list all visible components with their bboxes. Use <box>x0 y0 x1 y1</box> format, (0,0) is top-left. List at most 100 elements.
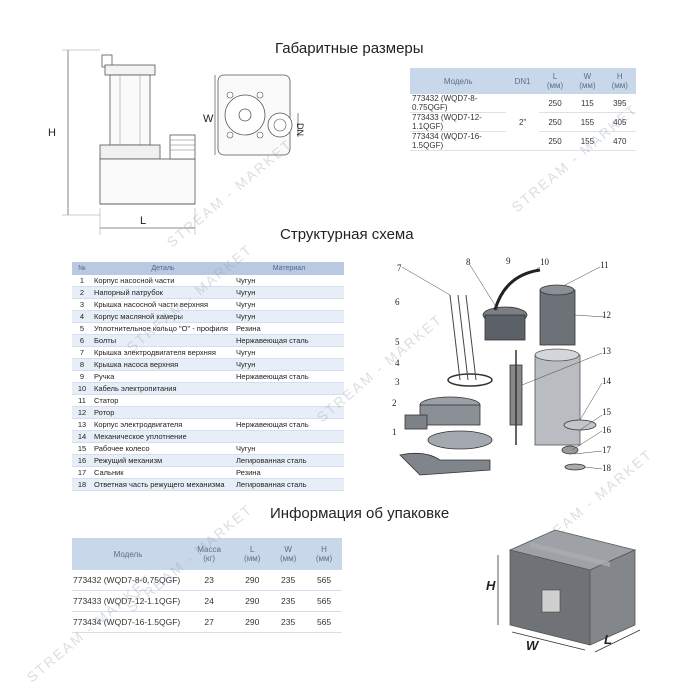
model-cell: 773434 (WQD7-16-1.5QGF) <box>72 611 184 633</box>
exploded-labels: 1 2 3 4 5 6 7 8 9 10 11 12 13 14 15 16 1… <box>380 255 640 490</box>
model-cell: 773433 (WQD7-12-1.1QGF) <box>72 590 184 612</box>
dimensions-drawing: H L W DN <box>48 49 305 235</box>
table-row: 773434 (WQD7-16-1.5QGF) 27 290 235 565 <box>72 611 342 633</box>
h-cell: 565 <box>306 570 342 591</box>
part-material <box>234 406 344 419</box>
part-number: 16 <box>72 454 92 467</box>
part-material: Резина <box>234 322 344 335</box>
table-row: 773434 (WQD7-16-1.5QGF) 250 155 470 <box>410 131 636 151</box>
part-number: 14 <box>72 430 92 443</box>
exploded-view-diagram <box>399 264 606 476</box>
part-name: Сальник <box>92 466 234 479</box>
part-name: Корпус масляной камеры <box>92 310 234 323</box>
col-l: L (мм) <box>234 538 271 570</box>
w-cell: 155 <box>571 131 604 151</box>
part-name: Ответная часть режущего механизма <box>92 478 234 491</box>
part-number: 5 <box>72 322 92 335</box>
part-number: 8 <box>72 358 92 371</box>
part-name: Режущий механизм <box>92 454 234 467</box>
h-cell: 395 <box>603 94 636 113</box>
part-number: 4 <box>72 310 92 323</box>
part-material: Нержавеющая сталь <box>234 334 344 347</box>
model-cell: 773432 (WQD7-8-0.75QGF) <box>72 570 184 591</box>
col-number: № <box>72 262 92 275</box>
part-material <box>234 382 344 395</box>
box-h-label: H <box>486 578 496 593</box>
table-row: 773432 (WQD7-8-0.75QGF) 2" 250 115 395 <box>410 94 636 151</box>
part-material: Легированная сталь <box>234 478 344 491</box>
part-name: Крышка электродвигателя верхняя <box>92 346 234 359</box>
part-label-4: 4 <box>395 358 400 368</box>
part-label-14: 14 <box>602 376 611 386</box>
part-number: 3 <box>72 298 92 311</box>
w-cell: 115 <box>571 94 604 113</box>
l-cell: 250 <box>538 131 572 151</box>
part-name: Ротор <box>92 406 234 419</box>
part-name: Рабочее колесо <box>92 442 234 455</box>
h-cell: 565 <box>306 590 342 612</box>
part-label-5: 5 <box>395 337 400 347</box>
col-w: W (мм) <box>270 538 307 570</box>
model-cell: 773432 (WQD7-8-0.75QGF) <box>410 94 507 113</box>
part-label-7: 7 <box>397 263 402 273</box>
l-cell: 290 <box>234 570 271 591</box>
part-number: 11 <box>72 394 92 407</box>
structure-title: Структурная схема <box>280 226 414 243</box>
packing-title: Информация об упаковке <box>270 505 450 522</box>
part-number: 18 <box>72 478 92 491</box>
part-label-3: 3 <box>395 377 400 387</box>
part-name: Болты <box>92 334 234 347</box>
col-model: Модель <box>72 538 184 570</box>
part-name: Корпус насосной части <box>92 275 234 287</box>
part-material: Легированная сталь <box>234 454 344 467</box>
part-name: Механическое уплотнение <box>92 430 234 443</box>
part-material: Резина <box>234 466 344 479</box>
l-cell: 290 <box>234 590 271 612</box>
w-cell: 235 <box>270 590 307 612</box>
part-name: Уплотнительное кольцо "О" - профиля <box>92 322 234 335</box>
part-label-17: 17 <box>602 445 611 455</box>
part-material: Чугун <box>234 310 344 323</box>
part-material <box>234 394 344 407</box>
table-row: 773432 (WQD7-8-0.75QGF) 23 290 235 565 <box>72 570 342 591</box>
packing-table: Модель Масса (кг) L (мм) W (мм) H (мм) 7… <box>72 538 342 633</box>
col-model: Модель <box>410 68 507 94</box>
part-material: Чугун <box>234 442 344 455</box>
part-name: Крышка насоса верхняя <box>92 358 234 371</box>
part-name: Ручка <box>92 370 234 383</box>
part-number: 17 <box>72 466 92 479</box>
part-label-2: 2 <box>392 398 397 408</box>
part-material: Чугун <box>234 346 344 359</box>
l-cell: 250 <box>538 112 572 132</box>
dn1-cell: 2" <box>506 94 539 151</box>
part-number: 9 <box>72 370 92 383</box>
part-number: 10 <box>72 382 92 395</box>
col-h: H (мм) <box>603 68 636 94</box>
part-name: Крышка насосной части верхняя <box>92 298 234 311</box>
part-material: Нержавеющая сталь <box>234 370 344 383</box>
w-label: W <box>203 113 214 125</box>
mass-cell: 23 <box>184 570 235 591</box>
part-material: Нержавеющая сталь <box>234 418 344 431</box>
part-number: 12 <box>72 406 92 419</box>
model-cell: 773433 (WQD7-12-1.1QGF) <box>410 112 507 132</box>
part-label-8: 8 <box>466 257 471 267</box>
dn-label: DN <box>295 123 305 136</box>
mass-cell: 27 <box>184 611 235 633</box>
part-name: Корпус электродвигателя <box>92 418 234 431</box>
h-cell: 470 <box>603 131 636 151</box>
h-cell: 565 <box>306 611 342 633</box>
part-label-9: 9 <box>506 256 511 266</box>
part-label-6: 6 <box>395 297 400 307</box>
